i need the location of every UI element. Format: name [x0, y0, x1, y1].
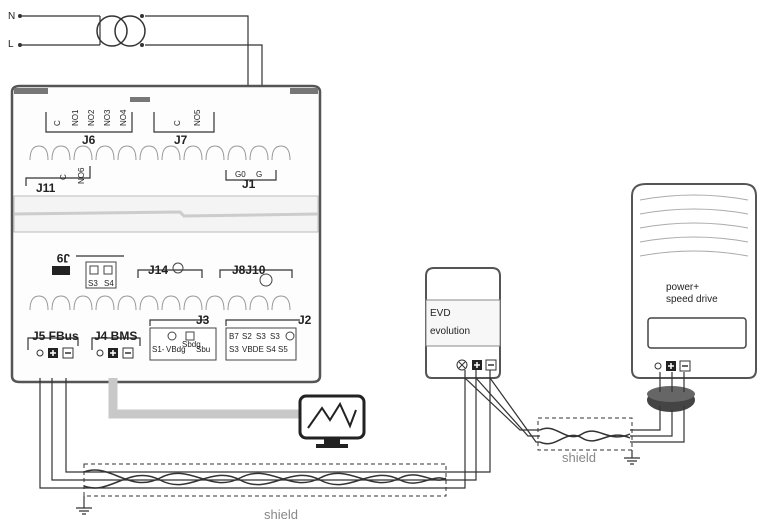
svg-text:NO5: NO5	[193, 109, 202, 126]
svg-text:B7: B7	[229, 332, 239, 341]
svg-text:NO4: NO4	[119, 109, 128, 126]
drive-line2: speed drive	[666, 294, 718, 305]
j6-label: J6	[82, 133, 96, 147]
svg-text:C: C	[59, 174, 68, 180]
upper-terminal-row	[29, 145, 291, 161]
svg-text:S3: S3	[229, 345, 239, 354]
j1-label: J1	[242, 177, 256, 191]
svg-text:G0: G0	[235, 170, 246, 179]
svg-text:S3: S3	[256, 332, 266, 341]
svg-text:S2: S2	[242, 332, 252, 341]
terminal-j14: J14	[137, 262, 203, 278]
svg-text:NO6: NO6	[77, 167, 86, 184]
terminal-j3: J3 S1- Sbdg Sbu VBdg	[149, 313, 217, 361]
j7-label: J7	[174, 133, 188, 147]
terminal-j6: C NO1 NO2 NO3 NO4 J6	[45, 109, 133, 147]
svg-text:Sbdg: Sbdg	[182, 340, 201, 349]
svg-text:NO1: NO1	[71, 109, 80, 126]
svg-text:J8J10: J8J10	[232, 263, 266, 277]
led-indicator	[52, 266, 70, 275]
power-speed-drive: power+ speed drive	[631, 183, 757, 379]
n-label: N	[8, 11, 15, 22]
svg-text:S1-: S1-	[152, 345, 165, 354]
svg-text:J14: J14	[148, 263, 168, 277]
shield-wrap-main	[83, 463, 447, 497]
svg-text:C: C	[173, 120, 182, 126]
drive-line1: power+	[666, 282, 699, 293]
svg-text:NO2: NO2	[87, 109, 96, 126]
svg-text:G: G	[256, 170, 262, 179]
svg-text:C: C	[53, 120, 62, 126]
terminal-j1: G0 G J1	[225, 170, 277, 191]
j11-label: J11	[36, 181, 56, 195]
ground-icon-right	[624, 450, 640, 465]
l-label: L	[8, 39, 14, 50]
svg-text:J9: J9	[56, 251, 70, 265]
evd-line1: EVD	[430, 308, 451, 319]
terminal-j5-fbus: J5 FBus	[27, 329, 79, 359]
bms-cable	[108, 378, 300, 419]
ground-icon-main	[76, 496, 92, 515]
svg-text:VBdg: VBdg	[166, 345, 186, 354]
controller: C NO1 NO2 NO3 NO4 J6 C NO5 J7 C NO6 J11 …	[10, 84, 322, 384]
fbus-cable	[39, 370, 491, 497]
terminal-j8j10: J8J10	[219, 263, 293, 287]
controller-housing	[10, 84, 322, 384]
svg-text:S4: S4	[104, 279, 114, 288]
terminal-j4-bms: J4 BMS	[91, 329, 141, 359]
j4-label: J4 BMS	[94, 329, 137, 343]
drive-cable	[464, 377, 685, 451]
monitor-chart-icon	[298, 394, 366, 448]
terminal-j9: J9 S3 S4	[56, 251, 124, 289]
terminal-j11: C NO6 J11	[25, 166, 91, 195]
svg-text:S5: S5	[278, 345, 288, 354]
svg-text:J3: J3	[196, 313, 210, 327]
lower-terminal-row	[29, 295, 291, 311]
terminal-j7: C NO5 J7	[153, 109, 215, 147]
svg-text:NO3: NO3	[103, 109, 112, 126]
svg-text:S3: S3	[270, 332, 280, 341]
l-terminal-dot	[18, 43, 22, 47]
evd-evolution: EVD evolution	[425, 267, 501, 379]
svg-text:Sbu: Sbu	[196, 345, 210, 354]
shield-wrap-right	[537, 417, 633, 451]
n-terminal-dot	[18, 14, 22, 18]
shield-label-main: shield	[264, 507, 298, 522]
shield-label-right: shield	[562, 450, 596, 465]
evd-line2: evolution	[430, 326, 470, 337]
svg-text:S3: S3	[88, 279, 98, 288]
svg-text:VBDE: VBDE	[242, 345, 264, 354]
svg-text:J2: J2	[298, 313, 312, 327]
terminal-j2: J2 B7 S2 S3 S3 S3 VBDE S4 S5	[225, 313, 312, 361]
transformer-icon	[96, 15, 146, 47]
svg-text:S4: S4	[266, 345, 276, 354]
j5-label: J5 FBus	[32, 329, 79, 343]
